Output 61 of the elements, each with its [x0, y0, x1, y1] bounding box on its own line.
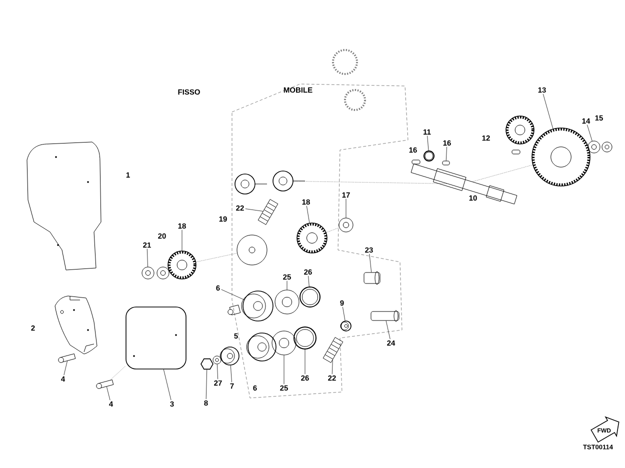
leader-line — [306, 206, 310, 223]
snap-ring — [424, 150, 434, 162]
leader-line — [542, 94, 554, 129]
shaft — [410, 164, 518, 204]
leader-line — [326, 227, 340, 233]
key — [512, 150, 520, 154]
leader-line — [472, 164, 533, 182]
leader-line — [64, 360, 68, 376]
leader-line — [446, 146, 447, 161]
bushing — [241, 290, 274, 322]
leader-line — [586, 124, 592, 142]
disc — [236, 234, 268, 266]
leader-line — [110, 366, 126, 380]
pin — [364, 271, 380, 285]
leader-line — [332, 360, 333, 374]
snap-ring — [300, 286, 320, 308]
leader-line — [427, 136, 429, 151]
key — [412, 160, 420, 164]
bushing — [340, 320, 352, 332]
leader-line — [106, 386, 110, 400]
gear — [168, 250, 196, 280]
washer — [142, 266, 154, 280]
roller — [234, 174, 268, 194]
leader-line — [286, 280, 288, 290]
leader-line — [163, 369, 172, 400]
leader-line — [206, 369, 208, 400]
bushing — [246, 332, 276, 362]
washer — [272, 330, 296, 356]
cover — [126, 306, 186, 370]
washer — [156, 266, 170, 280]
bolt — [228, 304, 241, 316]
leader-line — [146, 248, 148, 267]
washer — [602, 142, 612, 152]
leader-line — [230, 365, 232, 382]
leader-line — [342, 306, 346, 321]
gear — [506, 116, 534, 144]
washer — [212, 356, 222, 364]
bushing — [220, 346, 240, 366]
leader-line — [216, 364, 218, 380]
bolt — [96, 380, 114, 389]
bolt — [58, 354, 76, 363]
roller — [272, 170, 306, 192]
leader-line — [386, 320, 390, 340]
nut — [200, 358, 214, 370]
leader-line — [308, 276, 310, 287]
washer — [274, 290, 300, 314]
snap-ring — [294, 326, 316, 350]
key — [442, 160, 450, 166]
leader-line — [293, 180, 448, 184]
pin — [370, 310, 400, 322]
gear — [296, 222, 328, 254]
washer — [338, 218, 354, 232]
leader-line — [196, 253, 238, 262]
leader-line — [304, 349, 306, 374]
washer — [588, 140, 600, 154]
needle-bearing — [258, 199, 278, 225]
leader-line — [245, 208, 264, 212]
gear — [532, 128, 590, 186]
leader-line — [369, 254, 372, 272]
needle-bearing — [322, 337, 344, 363]
leader-line — [221, 289, 244, 300]
